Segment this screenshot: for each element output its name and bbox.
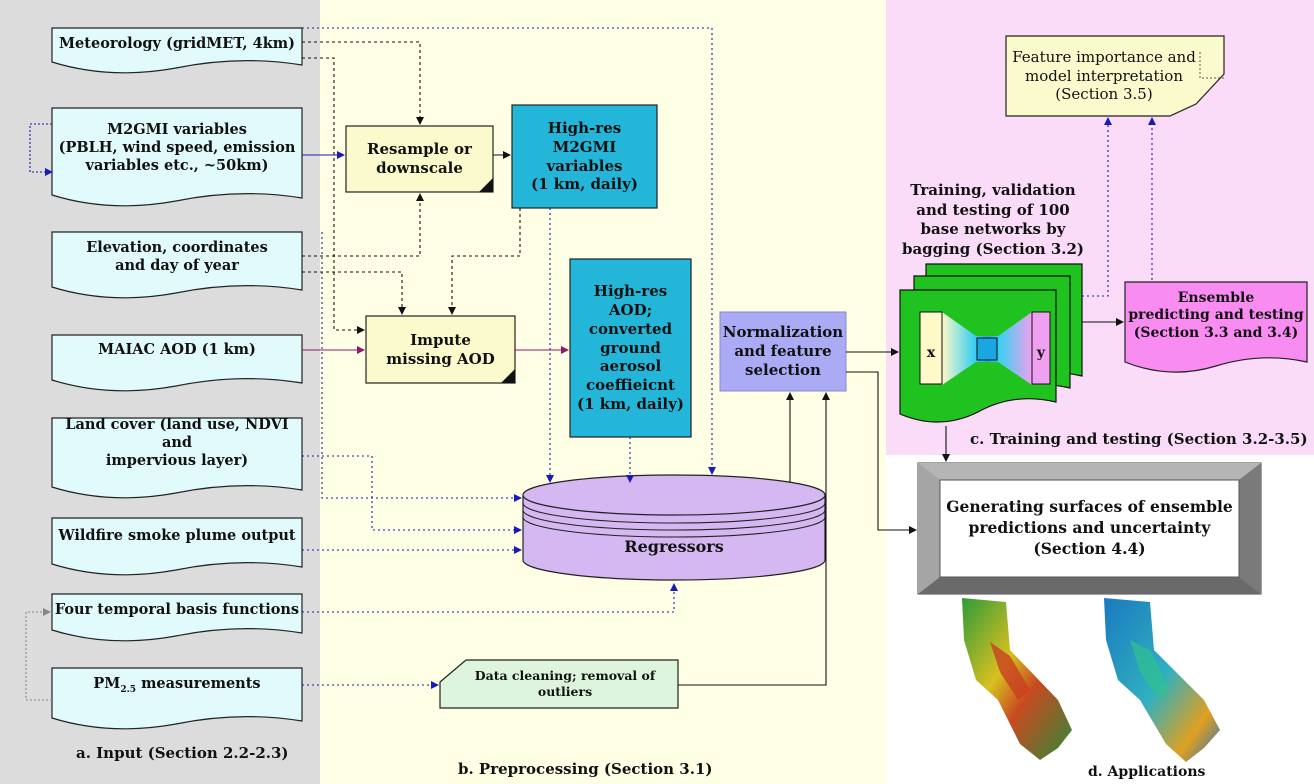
normalization-box [719,311,847,392]
m2gmi-loop [29,123,53,176]
arrow-elev-to-regressors [321,232,522,502]
label-wildfire: Wildfire smoke plume output [58,526,296,544]
doc-pm25 [51,667,303,730]
ensemble-doc [1124,281,1308,373]
network-x-box [919,311,943,385]
impute-corner [501,369,515,383]
caption-preprocessing: b. Preprocessing (Section 3.1) [458,760,713,778]
doc-elevation [51,231,303,299]
doc-m2gmi [51,107,303,207]
network-center [976,337,998,361]
label-data-cleaning: Data cleaning; removal of outliers [474,667,656,699]
network-y-box [1031,311,1051,385]
label-temporal: Four temporal basis functions [54,600,300,618]
label-highres-aod: High-res AOD; converted ground aerosol c… [577,282,684,413]
label-impute: Impute missing AOD [386,330,495,368]
arrow-temporal-to-regressors [302,583,678,613]
highres-m2gmi-box [511,104,658,209]
preprocessing-shapes [345,104,847,709]
network-y-label: y [1036,345,1046,361]
arrow-met-to-impute [302,57,365,334]
network-x-label: x [927,345,936,361]
label-normalization: Normalization and feature selection [722,323,844,379]
arrow-highres-m2gmi-to-impute [448,208,521,315]
arrow-network-to-feature-importance [1082,117,1112,297]
applications-shapes [917,462,1262,762]
impute-box [365,315,516,384]
generating-inner [939,479,1240,578]
training-shapes [899,35,1308,423]
label-maiac: MAIAC AOD (1 km) [98,340,256,358]
regressors-cylinder-top [522,474,826,516]
caption-applications: d. Applications [1088,764,1206,780]
arrow-elev-to-resample [302,193,424,257]
label-highres-m2gmi: High-res M2GMI variables (1 km, daily) [531,119,638,194]
arrow-landcover-to-regressors [302,455,522,534]
highres-aod-box [569,258,692,438]
arrow-pm25-loop [25,608,52,701]
arrow-normalization-to-generating [846,371,917,534]
caption-training: c. Training and testing (Section 3.2-3.5… [970,430,1308,448]
doc-maiac [51,334,303,392]
arrow-cleaning-to-normalization [678,392,830,686]
label-pm25: PM2.5 measurements [93,675,261,696]
label-regressors: Regressors [624,537,724,556]
label-elevation: Elevation, coordinates and day of year [86,238,268,274]
label-resample: Resample or downscale [367,140,472,177]
label-ensemble: Ensemble predicting and testing (Section… [1128,289,1304,341]
label-generating: Generating surfaces of ensemble predicti… [946,497,1233,558]
connectors [25,27,1156,701]
doc-temporal [51,593,303,642]
doc-shapes [51,27,303,730]
label-meteorology: Meteorology (gridMET, 4km) [59,34,295,52]
doc-wildfire [51,517,303,576]
resample-corner [479,178,493,192]
label-training-title: Training, validation and testing of 100 … [901,181,1085,258]
label-feature-importance: Feature importance and model interpretat… [1012,47,1196,104]
label-landcover: Land cover (land use, NDVI and imperviou… [65,415,289,470]
label-m2gmi: M2GMI variables (PBLH, wind speed, emiss… [58,120,296,175]
arrow-elev-to-impute [302,271,406,315]
data-cleaning-shape [439,659,679,709]
caption-input: a. Input (Section 2.2-2.3) [76,744,289,762]
doc-landcover [51,417,303,499]
arrow-met-to-regressors [302,27,716,475]
resample-box [345,125,494,193]
arrow-met-to-resample [302,41,424,125]
doc-meteorology [51,27,303,74]
